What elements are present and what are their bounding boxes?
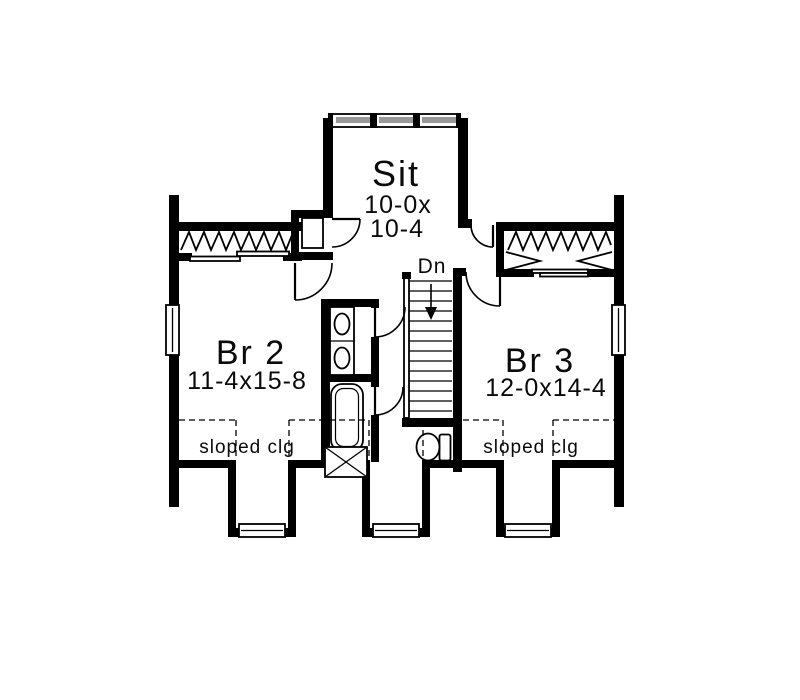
window-glazing — [422, 117, 456, 123]
dormer3-left-wall — [496, 460, 504, 537]
sloped-ceiling-note-left: sloped clg — [199, 437, 295, 458]
window-glazing — [379, 117, 413, 123]
bathroom-fixtures — [324, 306, 452, 478]
br3-room-dims: 12-0x14-4 — [485, 374, 607, 402]
wall — [371, 415, 379, 462]
br2-closet-sliding-door — [189, 255, 241, 262]
wall — [496, 222, 624, 231]
dormer2-right-wall — [422, 460, 430, 537]
sink-basin — [333, 312, 351, 336]
br3-closet-bypass-door — [539, 272, 589, 278]
door-swings — [293, 217, 502, 416]
br2-room-dims: 11-4x15-8 — [187, 367, 307, 395]
stair-walls — [402, 268, 466, 472]
wall — [371, 337, 379, 387]
linen-closet-shelf — [301, 217, 324, 249]
wall — [402, 418, 453, 427]
wall — [453, 268, 466, 276]
sit-room-dims-line1: 10-0x — [364, 191, 432, 219]
closet-rod-symbols — [180, 217, 613, 278]
window-endcap — [456, 113, 461, 128]
windows — [165, 113, 626, 538]
linen-closet-door-arc — [331, 218, 361, 248]
wall — [321, 299, 379, 307]
dormer3-right-wall — [552, 460, 560, 537]
wall-linen-top — [291, 210, 333, 218]
wall-linen-bottom — [291, 252, 333, 260]
toilet-tank — [438, 433, 452, 462]
wall — [426, 460, 500, 468]
br3-closet-bifold-right — [574, 251, 613, 271]
wall — [556, 460, 624, 468]
dormer1-left-wall — [228, 460, 236, 537]
br2-room-label: Br 2 — [216, 334, 286, 372]
wall — [496, 269, 534, 277]
wall — [371, 299, 379, 308]
wall — [453, 268, 462, 472]
br2-closet-sliding-door — [236, 250, 290, 257]
wall — [283, 253, 302, 261]
sloped-ceiling-lines — [179, 419, 614, 460]
stair-treads — [409, 280, 452, 412]
wall — [588, 269, 624, 277]
wall-linen-left — [291, 210, 299, 260]
stairs-down-label: Dn — [418, 255, 447, 278]
dormer1-right-wall — [288, 460, 296, 537]
stair-down-arrow-head — [425, 307, 437, 320]
br2-door-arc — [294, 262, 333, 301]
wall — [321, 374, 379, 382]
br2-closet-rod-zigzag — [180, 229, 293, 253]
wall-sit-foot — [458, 219, 472, 228]
vanity-door-arc — [374, 306, 406, 338]
tub-room-door-arc — [374, 386, 404, 416]
wall — [321, 299, 330, 468]
window-endcap — [328, 113, 333, 128]
wall-sit-left — [323, 118, 333, 216]
br3-door-arc — [465, 271, 501, 307]
stair-newel-post — [402, 272, 411, 279]
chase-x-diagonal — [324, 446, 368, 478]
stair-rail — [403, 274, 410, 419]
labels: Sit 10-0x 10-4 Br 2 11-4x15-8 Br 3 12-0x… — [187, 153, 607, 458]
br3-closet-bifold-left — [505, 251, 544, 271]
wall — [169, 253, 192, 261]
sit-door-arc — [470, 224, 494, 248]
dormer2-left-wall — [362, 460, 370, 537]
staircase — [402, 272, 452, 419]
wall — [496, 222, 504, 277]
bathroom-walls — [321, 299, 379, 468]
br3-room-label: Br 3 — [505, 342, 575, 380]
wall — [169, 222, 302, 231]
wall-sit-right — [458, 118, 468, 228]
sit-room-label: Sit — [372, 153, 420, 194]
sit-room-dims-line2: 10-4 — [370, 215, 424, 243]
window-glazing — [336, 117, 370, 123]
sloped-ceiling-note-right: sloped clg — [483, 437, 579, 458]
br3-closet-rod-zigzag — [507, 229, 612, 253]
window-mullion — [370, 113, 377, 128]
wall — [169, 460, 232, 468]
sink-basin — [333, 346, 351, 370]
closet-walls — [169, 210, 624, 277]
toilet-bowl — [415, 432, 441, 462]
window-mullion — [413, 113, 420, 128]
